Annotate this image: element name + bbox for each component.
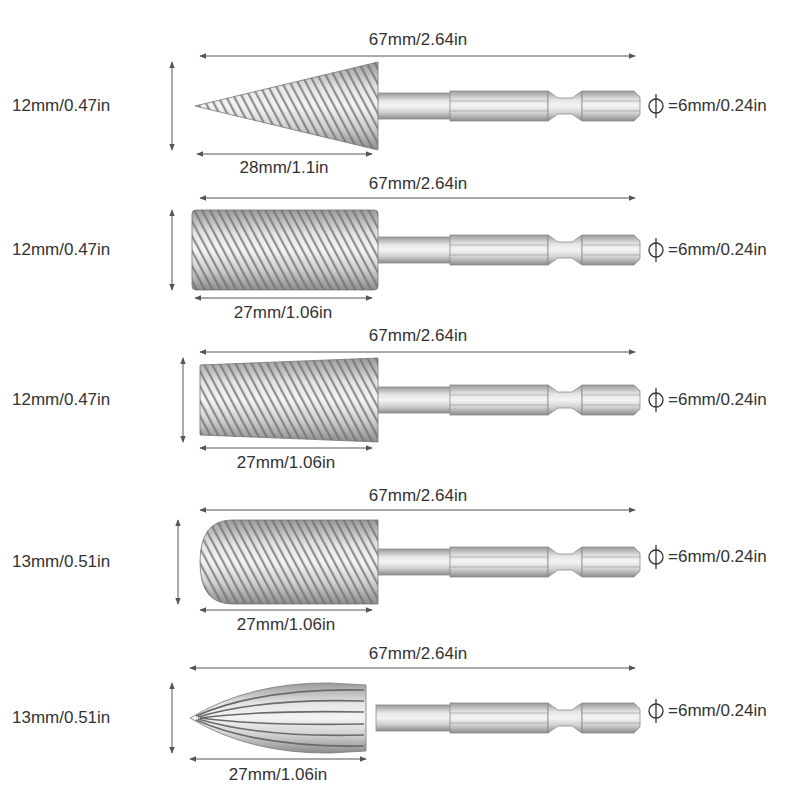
shank-size-label: =6mm/0.24in (668, 390, 767, 410)
head-length-label: 27mm/1.06in (237, 615, 335, 635)
overall-length-label: 67mm/2.64in (369, 326, 467, 346)
head-length-label: 27mm/1.06in (237, 453, 335, 473)
head-diameter-label: 13mm/0.51in (12, 708, 110, 728)
shank-size-label: =6mm/0.24in (668, 240, 767, 260)
overall-length-label: 67mm/2.64in (369, 644, 467, 664)
head-length-label: 27mm/1.06in (229, 765, 327, 785)
head-diameter-label: 13mm/0.51in (12, 552, 110, 572)
overall-length-label: 67mm/2.64in (369, 174, 467, 194)
head-diameter-label: 12mm/0.47in (12, 390, 110, 410)
head-length-label: 27mm/1.06in (234, 303, 332, 323)
overall-length-label: 67mm/2.64in (369, 30, 467, 50)
shank-size-label: =6mm/0.24in (668, 701, 767, 721)
head-length-label: 28mm/1.1in (240, 158, 329, 178)
head-diameter-label: 12mm/0.47in (12, 96, 110, 116)
shank-size-label: =6mm/0.24in (668, 547, 767, 567)
shank-size-label: =6mm/0.24in (668, 96, 767, 116)
overall-length-label: 67mm/2.64in (369, 486, 467, 506)
head-diameter-label: 12mm/0.47in (12, 240, 110, 260)
